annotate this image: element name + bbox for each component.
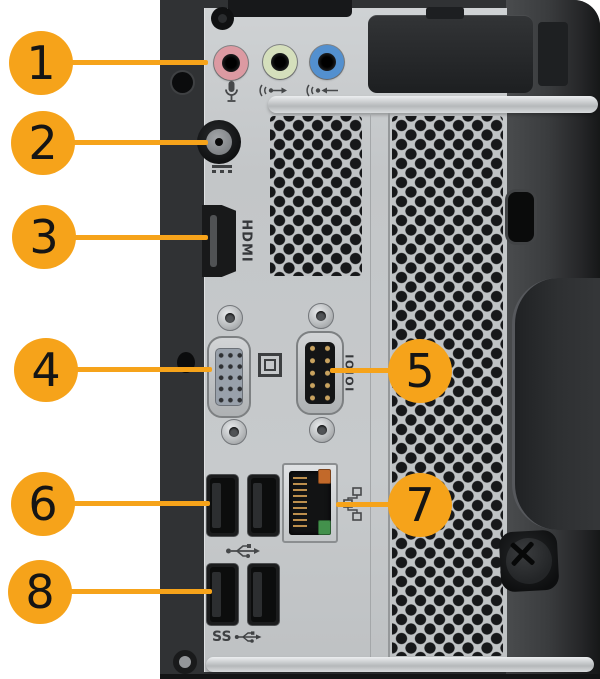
expansion-cover-tab — [426, 7, 464, 19]
callout-2-power-connector: 2 — [11, 111, 75, 175]
callout-3-hdmi-port: 3 — [12, 205, 76, 269]
callout-8-usb3-ports: 8 — [8, 560, 72, 624]
serial-pin-field — [305, 342, 335, 404]
callout-6-line — [70, 501, 210, 506]
usb3-port — [206, 563, 239, 626]
line-out-icon — [259, 84, 287, 97]
usb-trident-icon — [234, 631, 262, 643]
screw-hole — [173, 650, 197, 674]
callout-1-line — [68, 60, 208, 65]
microphone-jack — [214, 46, 248, 80]
hdmi-port — [202, 205, 236, 277]
callout-4-number: 4 — [31, 343, 61, 397]
callout-5-number: 5 — [405, 344, 435, 398]
usb-icon — [226, 544, 260, 558]
vent-grid-upper — [270, 116, 362, 276]
callout-4-vga-port: 4 — [14, 338, 78, 402]
ethernet-activity-led — [318, 469, 331, 484]
callout-2-number: 2 — [28, 116, 58, 170]
monitor-icon — [258, 353, 282, 377]
hdmi-slot — [210, 215, 217, 267]
stamped-ridge-bottom — [206, 657, 594, 672]
vga-screw — [221, 419, 247, 445]
callout-1-microphone-jack: 1 — [9, 31, 73, 95]
dc-power-icon — [212, 165, 232, 168]
ethernet-link-led — [318, 520, 331, 535]
line-in-jack — [310, 45, 344, 79]
dc-power-icon — [212, 170, 232, 173]
serial-screw — [308, 303, 334, 329]
callout-8-number: 8 — [25, 565, 55, 619]
panel-seam — [388, 113, 390, 657]
side-latch — [538, 22, 568, 86]
callout-8-line — [66, 589, 212, 594]
usb3-port — [247, 563, 280, 626]
screw-hole — [172, 72, 193, 93]
callout-1-number: 1 — [26, 36, 56, 90]
stamped-ridge-top — [268, 96, 598, 113]
hdmi-label: HDMI — [238, 219, 254, 263]
usb2-port — [247, 474, 280, 537]
line-out-jack — [263, 45, 297, 79]
top-screw — [211, 7, 234, 30]
callout-4-line — [74, 367, 212, 372]
callout-5-serial-port: 5 — [388, 339, 452, 403]
callout-3-number: 3 — [29, 210, 59, 264]
callout-7-line — [336, 502, 392, 507]
usb2-port — [206, 474, 239, 537]
case-bottom-edge — [160, 674, 600, 679]
vga-pin-field — [215, 348, 243, 406]
usb3-ss-icon: SS — [212, 629, 262, 645]
serial-screw — [309, 417, 335, 443]
ss-label: SS — [212, 629, 232, 645]
callout-6-number: 6 — [28, 477, 58, 531]
callout-5-line — [330, 368, 392, 373]
callout-7-ethernet-port: 7 — [388, 473, 452, 537]
vga-screw — [217, 305, 243, 331]
expansion-slot-cover — [368, 15, 533, 93]
microphone-icon — [225, 81, 238, 102]
callout-3-line — [72, 235, 208, 240]
thumbscrew — [498, 529, 560, 593]
line-in-icon — [306, 84, 338, 97]
kensington-lock-slot — [508, 192, 534, 242]
handle-recess — [512, 278, 600, 530]
callout-6-usb2-ports: 6 — [11, 472, 75, 536]
top-bracket — [228, 0, 352, 17]
callout-2-line — [70, 140, 208, 145]
panel-seam — [370, 113, 371, 657]
callout-7-number: 7 — [405, 478, 435, 532]
